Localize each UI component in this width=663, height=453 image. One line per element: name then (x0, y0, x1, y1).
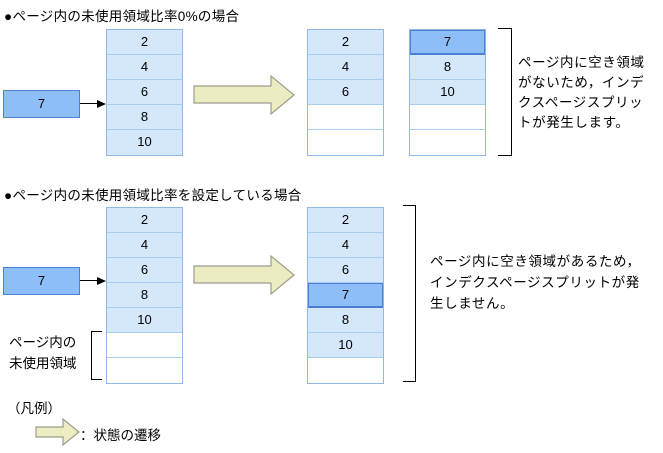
legend-title: （凡例） (7, 401, 61, 416)
index-page-after-1a: 2 4 6 (307, 29, 384, 156)
index-cell: 4 (107, 233, 182, 258)
index-cell-empty (410, 130, 485, 155)
index-cell-empty (107, 333, 182, 358)
index-cell-empty (308, 105, 383, 130)
transition-arrow-shape (193, 254, 295, 296)
section1-annotation: ページ内に空き領域 がないため，インデ クスページスプリッ トが発生します。 (518, 53, 645, 133)
unused-area-label: ページ内の 未使用領域 (9, 332, 77, 374)
index-cell: 2 (107, 208, 182, 233)
transition-arrow-icon-1 (193, 74, 295, 116)
index-cell-highlighted: 7 (410, 30, 485, 55)
index-page-before-2: 2 4 6 8 10 (106, 207, 183, 384)
annotation-line: クスページスプリッ (518, 95, 644, 110)
annotation-line: ページ内に空き領域 (518, 55, 645, 70)
annotation-line: 生しません。 (430, 296, 515, 311)
index-cell-empty (308, 130, 383, 155)
index-cell: 4 (308, 233, 383, 258)
index-cell: 2 (308, 208, 383, 233)
unused-area-label-line: ページ内の (9, 335, 77, 350)
index-cell: 10 (308, 333, 383, 358)
index-cell-highlighted: 7 (308, 283, 383, 308)
index-cell: 10 (410, 80, 485, 105)
index-cell: 8 (107, 283, 182, 308)
section1-title: ●ページ内の未使用領域比率0%の場合 (4, 9, 240, 24)
index-cell: 10 (107, 130, 182, 155)
transition-arrow-shape (35, 417, 80, 447)
insert-connector-line-2 (80, 280, 98, 281)
index-cell: 6 (107, 80, 182, 105)
index-cell: 8 (308, 308, 383, 333)
unused-area-label-line: 未使用領域 (9, 356, 77, 371)
annotation-line: ページ内に空き領域があるため， (430, 254, 641, 269)
section2-annotation: ページ内に空き領域があるため， インデクスページスプリットが発 生しません。 (430, 251, 641, 314)
annotation-line: トが発生します。 (518, 115, 630, 130)
index-cell: 2 (308, 30, 383, 55)
index-cell-empty (107, 358, 182, 383)
index-cell: 10 (107, 308, 182, 333)
annotation-line: インデクスページスプリットが発 (430, 275, 640, 290)
insert-key-box-2: 7 (3, 267, 80, 295)
unused-area-bracket (91, 331, 102, 380)
index-cell: 4 (308, 55, 383, 80)
transition-arrow-shape (193, 74, 295, 116)
annotation-line: がないため，インデ (518, 75, 645, 90)
section2-title: ●ページ内の未使用領域比率を設定している場合 (4, 188, 302, 203)
index-page-before-1: 2 4 6 8 10 (106, 29, 183, 156)
index-cell: 6 (107, 258, 182, 283)
insert-pointer-arrow-icon-2 (97, 277, 106, 285)
index-cell-empty (410, 105, 485, 130)
legend-transition-arrow-icon (35, 417, 80, 447)
insert-connector-line-1 (80, 103, 98, 104)
index-cell: 2 (107, 30, 182, 55)
index-page-after-2: 2 4 6 7 8 10 (307, 207, 384, 384)
transition-arrow-icon-2 (193, 254, 295, 296)
index-cell: 4 (107, 55, 182, 80)
index-cell: 6 (308, 258, 383, 283)
annotation-bracket-1 (498, 28, 512, 156)
index-cell: 8 (107, 105, 182, 130)
index-cell-empty (308, 358, 383, 383)
insert-pointer-arrow-icon-1 (97, 100, 106, 108)
index-cell: 8 (410, 55, 485, 80)
annotation-bracket-2 (403, 205, 416, 382)
index-cell: 6 (308, 80, 383, 105)
legend-transition-label: ：状態の遷移 (80, 428, 161, 443)
index-page-after-1b: 7 8 10 (409, 29, 486, 156)
insert-key-box-1: 7 (3, 90, 80, 118)
